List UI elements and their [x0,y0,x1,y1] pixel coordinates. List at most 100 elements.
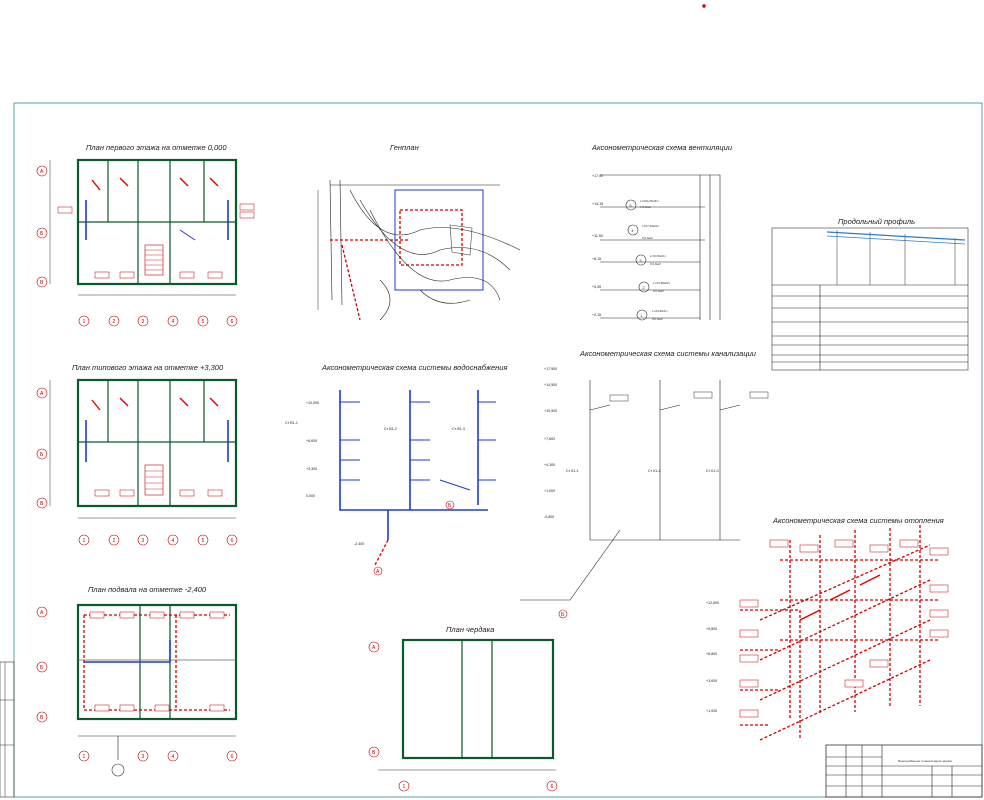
axis-number-3: 3 [142,319,145,325]
axo-sewer: Аксонометрическая схема системы канализа… [520,349,769,619]
axis-letter-a: А [40,169,44,175]
water-riser-3: Ст В1-3 [452,427,465,431]
axis-number-5: 5 [202,319,205,325]
water-level-1: +10,000 [306,401,319,405]
heating-level-5: +1,000 [706,709,717,713]
axis-number-2-2: 2 [113,538,116,544]
axis-number-1: 1 [83,319,86,325]
sewer-level-6: +1,000 [544,489,555,493]
vent-level-6: +2,15 [592,313,601,317]
axo-water-title: Аксонометрическая схема системы водоснаб… [321,363,507,372]
vent-node-2-l2: l=0,9м/с [653,289,664,293]
sewer-level-3: +10,900 [544,409,557,413]
axis-letter-v-3: В [40,715,44,721]
vent-node-5: 5 [630,204,632,208]
sheet-frame [13,102,983,798]
axo-heating-title: Аксонометрическая схема системы отоплени… [772,516,944,525]
binding-strip [0,661,15,798]
plan-attic: План чердака А В 1 6 [368,625,558,792]
plan-typical-title: План типового этажа на отметке +3,300 [72,363,224,372]
heating-level-1: +12,800 [706,601,719,605]
vent-node-4-l1: L=67,94м3/ч [642,224,659,228]
longitudinal-profile: Продольный профиль [771,217,969,371]
water-mark-b: Б [448,503,452,509]
heating-level-3: +6,800 [706,652,717,656]
vent-node-4: 4 [632,229,634,233]
axo-sewer-title: Аксонометрическая схема системы канализа… [579,349,757,358]
heating-level-2: +9,800 [706,627,717,631]
attic-axis-6: 6 [551,784,554,790]
sewer-level-2: +14,500 [544,383,557,387]
water-level-3: +3,300 [306,467,317,471]
vent-node-3-l2: l=0,9м/с [650,262,661,266]
profile-title: Продольный профиль [838,217,915,226]
water-level-5: -2,400 [354,542,364,546]
stamp-title: Водоснабжение и канализация здания [898,759,952,763]
plan-typical-floor: План типового этажа на отметке +3,300 А … [36,363,238,546]
vent-level-4: +8,15 [592,257,601,261]
heating-level-4: +3,600 [706,679,717,683]
vent-node-3-l1: L=93,5м3/ч [650,254,666,258]
vent-node-5-l2: l=0,9м/с [640,205,651,209]
vent-level-5: +5,50 [592,285,601,289]
plan-first-title: План первого этажа на отметке 0,000 [86,143,227,152]
plan-basement: План подвала на отметке -2,400 А Б В 1 3… [36,585,238,777]
sewer-level-5: +4,300 [544,463,555,467]
axis-number-2: 2 [113,319,116,325]
axis-number-4-3: 4 [172,754,175,760]
water-level-4: 0,000 [306,494,315,498]
sewer-level-7: -0,800 [544,515,554,519]
axo-vent-title: Аксонометрическая схема вентиляции [591,143,733,152]
axo-heating: Аксонометрическая схема системы отоплени… [706,516,949,741]
vent-node-1: 1 [641,314,643,318]
axis-letter-a-2: А [40,391,44,397]
axo-vent: Аксонометрическая схема вентиляции +17,5… [591,143,733,321]
attic-axis-1: 1 [403,784,406,790]
water-riser-1: Ст В1-1 [285,421,298,425]
axis-number-4-2: 4 [172,538,175,544]
vent-node-3: 3 [640,259,642,263]
vent-node-5-l1: L=300,25м3/ч [640,199,659,203]
genplan-title: Генплан [390,143,419,152]
axo-water: Аксонометрическая схема системы водоснаб… [285,363,507,576]
vent-node-4-l2: l=0,9м/с [642,236,653,240]
axis-number-3-3: 3 [142,754,145,760]
axis-number-6: 6 [231,319,234,325]
vent-level-3: +11,50 [592,234,603,238]
axis-number-5-2: 5 [202,538,205,544]
vent-level-2: +14,15 [592,202,603,206]
vent-level-1: +17,50 [592,174,603,178]
attic-axis-v: В [372,750,376,756]
axis-letter-b-2: Б [40,452,44,458]
marker-dot [702,4,706,8]
plan-first-floor: План первого этажа на отметке 0,000 А Б [36,143,255,327]
sewer-level-4: +7,600 [544,437,555,441]
water-riser-2: Ст В1-2 [384,427,397,431]
axis-letter-v: В [40,280,44,286]
axis-number-4: 4 [172,319,175,325]
vent-node-2: 2 [643,286,645,290]
genplan: Генплан [317,143,521,321]
title-block: Водоснабжение и канализация здания [825,744,983,798]
axis-number-6-2: 6 [231,538,234,544]
vent-node-1-l1: L=20,8м3/ч [652,309,668,313]
axis-letter-b-3: Б [40,665,44,671]
sewer-riser-2: Ст К1-2 [648,469,661,473]
axis-number-6-3: 6 [231,754,234,760]
axis-letter-b: Б [40,231,44,237]
plan-attic-title: План чердака [446,625,494,634]
axis-number-1-2: 1 [83,538,86,544]
water-mark-a: А [376,569,380,575]
axis-letter-a-3: А [40,610,44,616]
axis-letter-v-2: В [40,501,44,507]
vent-node-1-l2: l=0,9м/с [652,317,663,321]
sewer-mark-b: Б [561,612,565,618]
axis-number-3-2: 3 [142,538,145,544]
plan-basement-title: План подвала на отметке -2,400 [88,585,207,594]
sewer-level-1: +17,500 [544,367,557,371]
attic-axis-a: А [372,645,376,651]
sewer-riser-1: Ст К1-1 [566,469,579,473]
water-level-2: +6,600 [306,439,317,443]
vent-node-2-l1: L=43,98м3/ч [653,281,670,285]
